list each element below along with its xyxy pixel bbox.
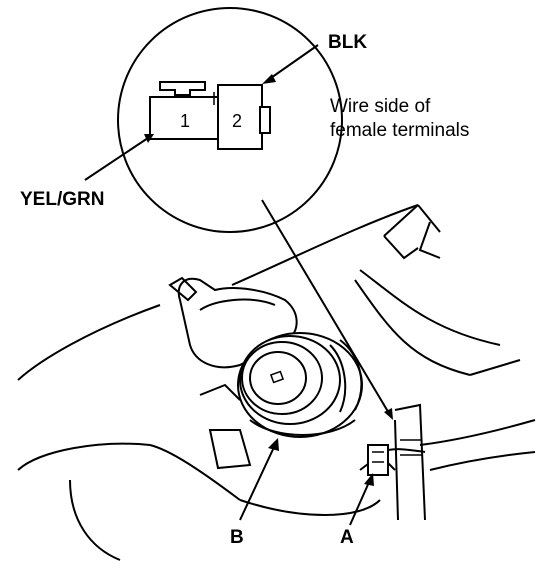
connector-a — [367, 444, 426, 476]
note-line-1: Wire side of — [330, 96, 431, 117]
dashboard-outline — [17, 204, 536, 561]
lighter-socket — [168, 276, 363, 438]
pin-1-label: 1 — [180, 111, 190, 131]
connector-detail — [149, 81, 271, 150]
pin-2-label: 2 — [232, 111, 242, 131]
leader-lines — [84, 44, 393, 526]
callout-a-label: A — [340, 527, 354, 548]
blk-label: BLK — [328, 32, 367, 53]
note-line-2: female terminals — [330, 120, 469, 141]
callout-b-label: B — [230, 527, 244, 548]
yel-grn-label: YEL/GRN — [20, 189, 104, 210]
